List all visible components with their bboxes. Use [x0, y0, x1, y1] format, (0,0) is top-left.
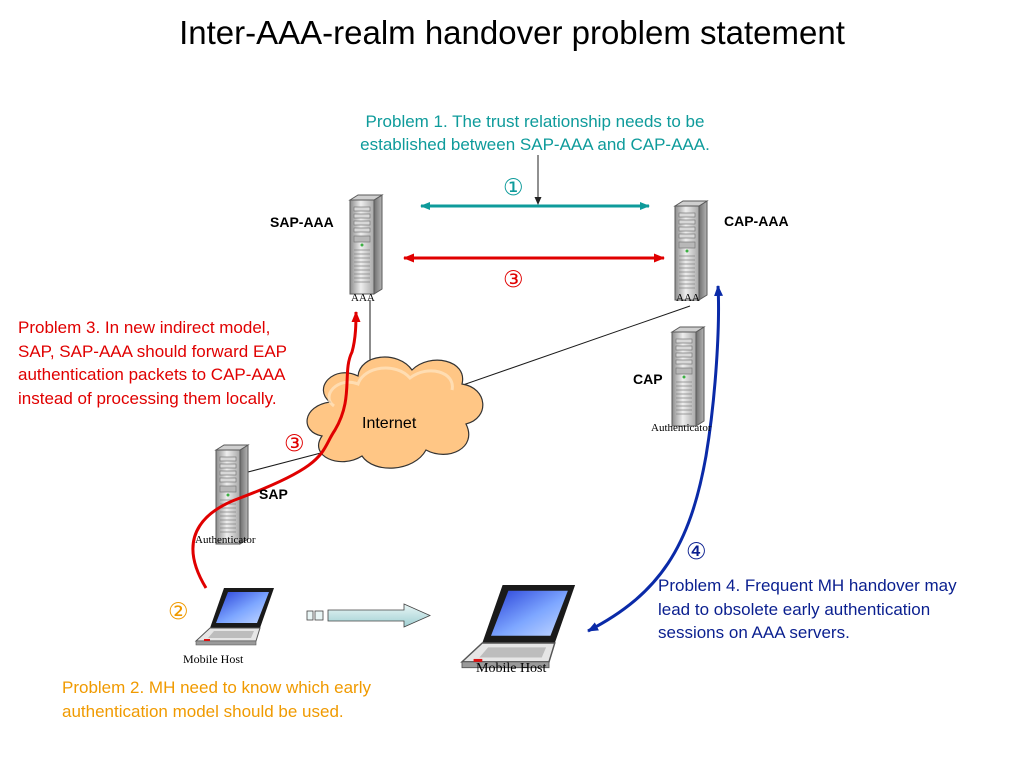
problem-3-line-1: Problem 3. In new indirect model, [18, 318, 271, 337]
cap-aaa-caption: AAA [676, 292, 700, 304]
problem-3-line-3: authentication packets to CAP-AAA [18, 365, 286, 384]
cloud-icon [306, 356, 484, 469]
cap-aaa-label: CAP-AAA [724, 213, 789, 229]
server-icon-cap [671, 326, 705, 427]
cap-authenticator-caption: Authenticator [651, 422, 712, 434]
problem-1-line-1: Problem 1. The trust relationship needs … [365, 112, 705, 131]
marker-1: ① [503, 175, 524, 201]
mobile-host-left-caption: Mobile Host [183, 652, 244, 666]
problem-3-line-4: instead of processing them locally. [18, 388, 277, 408]
marker-3-left: ③ [284, 431, 305, 457]
laptop-icon-right [461, 584, 576, 669]
problem-2-text: Problem 2. MH need to know which early a… [62, 676, 371, 723]
cap-label: CAP [633, 371, 663, 387]
mobile-host-right-caption: Mobile Host [476, 661, 547, 676]
marker-4: ④ [686, 539, 707, 565]
problem-2-line-1: Problem 2. MH need to know which early [62, 678, 371, 697]
sap-authenticator-caption: Authenticator [195, 534, 256, 546]
arrow-icon [306, 603, 431, 628]
sap-aaa-caption: AAA [351, 292, 375, 304]
problem-4-text: Problem 4. Frequent MH handover may lead… [658, 574, 957, 645]
server-icon-sap-aaa [349, 194, 383, 295]
problem-1-text: Problem 1. The trust relationship needs … [300, 110, 770, 156]
obsolete-session-path [587, 285, 724, 633]
problem-3-line-2: SAP, SAP-AAA should forward EAP [18, 341, 287, 361]
problem-1-line-2: established between SAP-AAA and CAP-AAA. [360, 135, 710, 154]
problem-3-text: Problem 3. In new indirect model, SAP, S… [18, 316, 287, 410]
problem-4-line-1: Problem 4. Frequent MH handover may [658, 576, 957, 595]
problem-2-line-2: authentication model should be used. [62, 701, 344, 721]
server-icon-sap [215, 444, 249, 545]
problem-4-line-2: lead to obsolete early authentication [658, 599, 931, 619]
server-icon-cap-aaa [674, 200, 708, 301]
marker-3-top: ③ [503, 267, 524, 293]
marker-2: ② [168, 599, 189, 625]
problem-4-line-3: sessions on AAA servers. [658, 623, 850, 642]
laptop-icon-left [195, 587, 275, 646]
internet-label: Internet [362, 415, 417, 432]
sap-aaa-label: SAP-AAA [270, 214, 334, 230]
sap-label: SAP [259, 486, 288, 502]
page-title: Inter-AAA-realm handover problem stateme… [179, 14, 845, 51]
eap-forward-path [191, 311, 361, 589]
